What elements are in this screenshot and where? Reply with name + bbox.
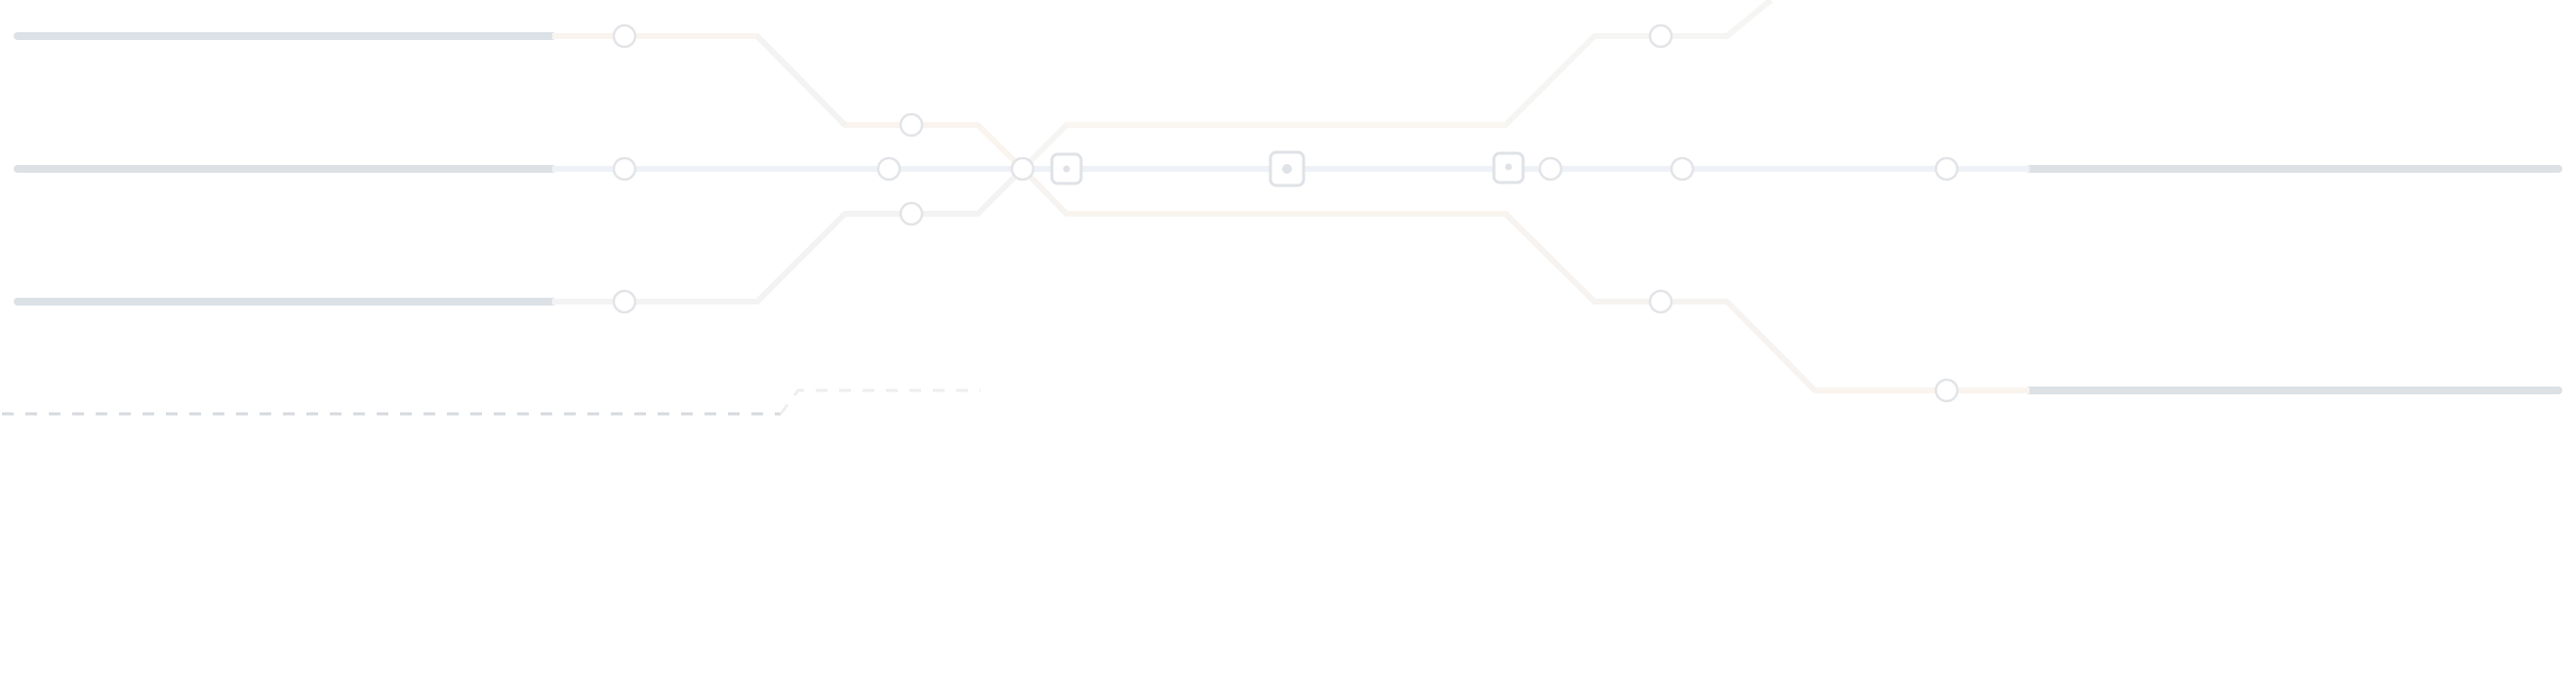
station-node-lower-right[interactable] — [1648, 289, 1673, 314]
track-lines — [552, 0, 2030, 393]
station-node-main-1[interactable] — [876, 156, 902, 182]
station-node-left-middle[interactable] — [612, 156, 637, 182]
top-left-branch — [552, 33, 1026, 172]
right-terminals — [2026, 165, 2562, 394]
station-nodes — [612, 23, 1959, 403]
switch-blocks — [1050, 150, 1525, 187]
station-node-upper-branch[interactable] — [899, 112, 924, 138]
top-left-branch-tail — [754, 33, 848, 128]
station-node-bottom-right[interactable] — [1934, 378, 1959, 403]
station-node-junction[interactable] — [1010, 156, 1035, 182]
dashed-track-faded — [779, 388, 981, 415]
station-node-left-top[interactable] — [612, 23, 637, 49]
switch-block-3-dot — [1505, 163, 1512, 171]
upper-express-track — [1020, 0, 1773, 172]
station-node-main-2[interactable] — [1538, 156, 1563, 182]
switch-block-3[interactable] — [1492, 151, 1525, 184]
switch-block-1[interactable] — [1050, 152, 1083, 185]
left-terminals — [14, 32, 556, 306]
switch-block-2-dot — [1282, 164, 1292, 174]
station-node-main-4[interactable] — [1934, 156, 1959, 182]
station-node-main-3[interactable] — [1670, 156, 1695, 182]
station-node-left-bottom[interactable] — [612, 289, 637, 314]
switch-block-2[interactable] — [1268, 150, 1306, 187]
switch-block-1-dot — [1063, 165, 1070, 173]
station-node-lower-branch[interactable] — [899, 201, 924, 226]
lower-express-track — [1020, 166, 2030, 393]
station-node-upper-right[interactable] — [1648, 23, 1673, 49]
bottom-left-branch — [552, 166, 1026, 305]
dashed-track — [2, 388, 981, 416]
